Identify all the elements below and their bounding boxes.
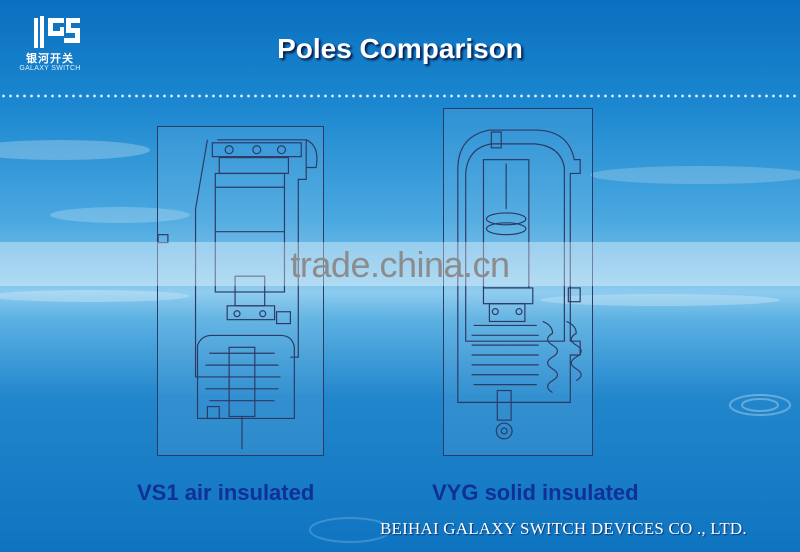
slide-title: Poles Comparison xyxy=(277,33,523,64)
logo-name-chinese: 银河开关 xyxy=(26,52,74,65)
company-name: BEIHAI GALAXY SWITCH DEVICES CO ., LTD. xyxy=(380,519,747,538)
gs-logo-icon xyxy=(34,16,80,48)
vyg-pole-drawing xyxy=(443,108,593,456)
caption-vyg: VYG solid insulated xyxy=(432,480,639,505)
logo-name-english: GALAXY SWITCH xyxy=(19,65,81,72)
dotted-divider xyxy=(0,94,800,98)
watermark-band xyxy=(0,242,800,286)
watermark-text: trade.china.cn xyxy=(290,244,510,285)
caption-vs1: VS1 air insulated xyxy=(137,480,315,505)
vs1-pole-drawing xyxy=(157,126,324,456)
